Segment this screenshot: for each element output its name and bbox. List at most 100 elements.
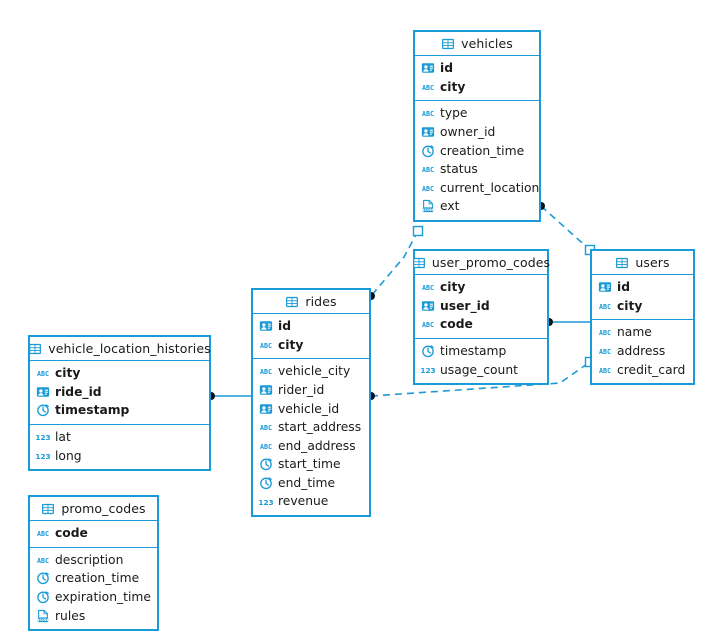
field-name: vehicle_id	[278, 401, 340, 416]
primary-key-row[interactable]: timestamp	[30, 401, 209, 420]
json-type-icon: JSON	[422, 200, 434, 213]
relationship-rel-vehicles-users[interactable]	[537, 202, 596, 256]
table-header-promo_codes[interactable]: promo_codes	[30, 497, 157, 521]
string-type-icon: ABC	[37, 370, 49, 378]
string-type-icon: ABC	[260, 424, 272, 432]
field-row[interactable]: JSON rules	[30, 606, 157, 625]
svg-text:JSON: JSON	[422, 208, 433, 212]
table-title: users	[635, 255, 670, 270]
svg-text:ABC: ABC	[599, 329, 611, 337]
field-name: expiration_time	[55, 589, 151, 604]
table-title: rides	[305, 294, 337, 309]
svg-text:ABC: ABC	[422, 84, 434, 92]
relationship-rel-vehicle_location_histories-rides[interactable]	[207, 392, 251, 400]
svg-text:ABC: ABC	[599, 367, 611, 375]
field-name: ride_id	[55, 384, 102, 399]
string-type-icon: ABC	[422, 321, 434, 329]
field-row[interactable]: rider_id	[253, 381, 369, 400]
table-title: user_promo_codes	[431, 255, 551, 270]
field-name: user_id	[440, 298, 490, 313]
timestamp-type-icon	[260, 458, 272, 471]
field-row[interactable]: vehicle_id	[253, 399, 369, 418]
field-name: creation_time	[55, 571, 140, 586]
field-row[interactable]: start_time	[253, 455, 369, 474]
timestamp-type-icon	[37, 404, 49, 417]
field-name: ext	[440, 199, 460, 214]
field-row[interactable]: expiration_time	[30, 588, 157, 607]
svg-text:ABC: ABC	[37, 530, 49, 538]
field-name: rules	[55, 608, 86, 623]
field-name: end_address	[278, 438, 356, 453]
string-type-icon: ABC	[422, 84, 434, 92]
field-row[interactable]: ABC start_address	[253, 418, 369, 437]
svg-text:JSON: JSON	[37, 617, 48, 621]
relationship-rel-user_promo_codes-users[interactable]	[545, 318, 590, 326]
primary-key-row[interactable]: user_id	[415, 297, 547, 316]
field-name: credit_card	[617, 362, 686, 377]
table-header-rides[interactable]: rides	[253, 290, 369, 314]
reference-id-icon	[421, 301, 435, 311]
field-name: vehicle_city	[278, 364, 351, 379]
field-name: creation_time	[440, 143, 525, 158]
field-name: long	[55, 448, 82, 463]
reference-id-icon	[598, 282, 612, 293]
svg-text:ABC: ABC	[260, 424, 272, 432]
field-name: start_address	[278, 420, 362, 435]
primary-key-row[interactable]: id	[415, 59, 539, 78]
primary-key-row[interactable]: ride_id	[30, 383, 209, 402]
field-row[interactable]: creation_time	[30, 569, 157, 588]
field-name: usage_count	[440, 362, 518, 377]
table-header-vehicle_location_histories[interactable]: vehicle_location_histories	[29, 337, 211, 361]
table-header-user_promo_codes[interactable]: user_promo_codes	[412, 251, 551, 275]
primary-key-row[interactable]: id	[592, 278, 693, 297]
svg-text:ABC: ABC	[37, 370, 49, 378]
string-type-icon: ABC	[599, 303, 611, 311]
table-header-vehicles[interactable]: vehicles	[415, 32, 539, 56]
field-row[interactable]: timestamp	[415, 342, 547, 361]
field-row[interactable]: JSON ext	[415, 197, 539, 216]
field-row[interactable]: ABC credit_card	[592, 360, 693, 379]
table-header-users[interactable]: users	[592, 251, 693, 275]
svg-text:ABC: ABC	[37, 557, 49, 565]
primary-key-row[interactable]: id	[253, 317, 369, 336]
field-name: current_location	[440, 180, 540, 195]
table-grid-icon	[442, 38, 455, 49]
field-name: city	[278, 337, 304, 352]
field-name: end_time	[278, 475, 336, 490]
field-row[interactable]: end_time	[253, 474, 369, 493]
field-row[interactable]: creation_time	[415, 141, 539, 160]
field-row[interactable]: owner_id	[415, 123, 539, 142]
